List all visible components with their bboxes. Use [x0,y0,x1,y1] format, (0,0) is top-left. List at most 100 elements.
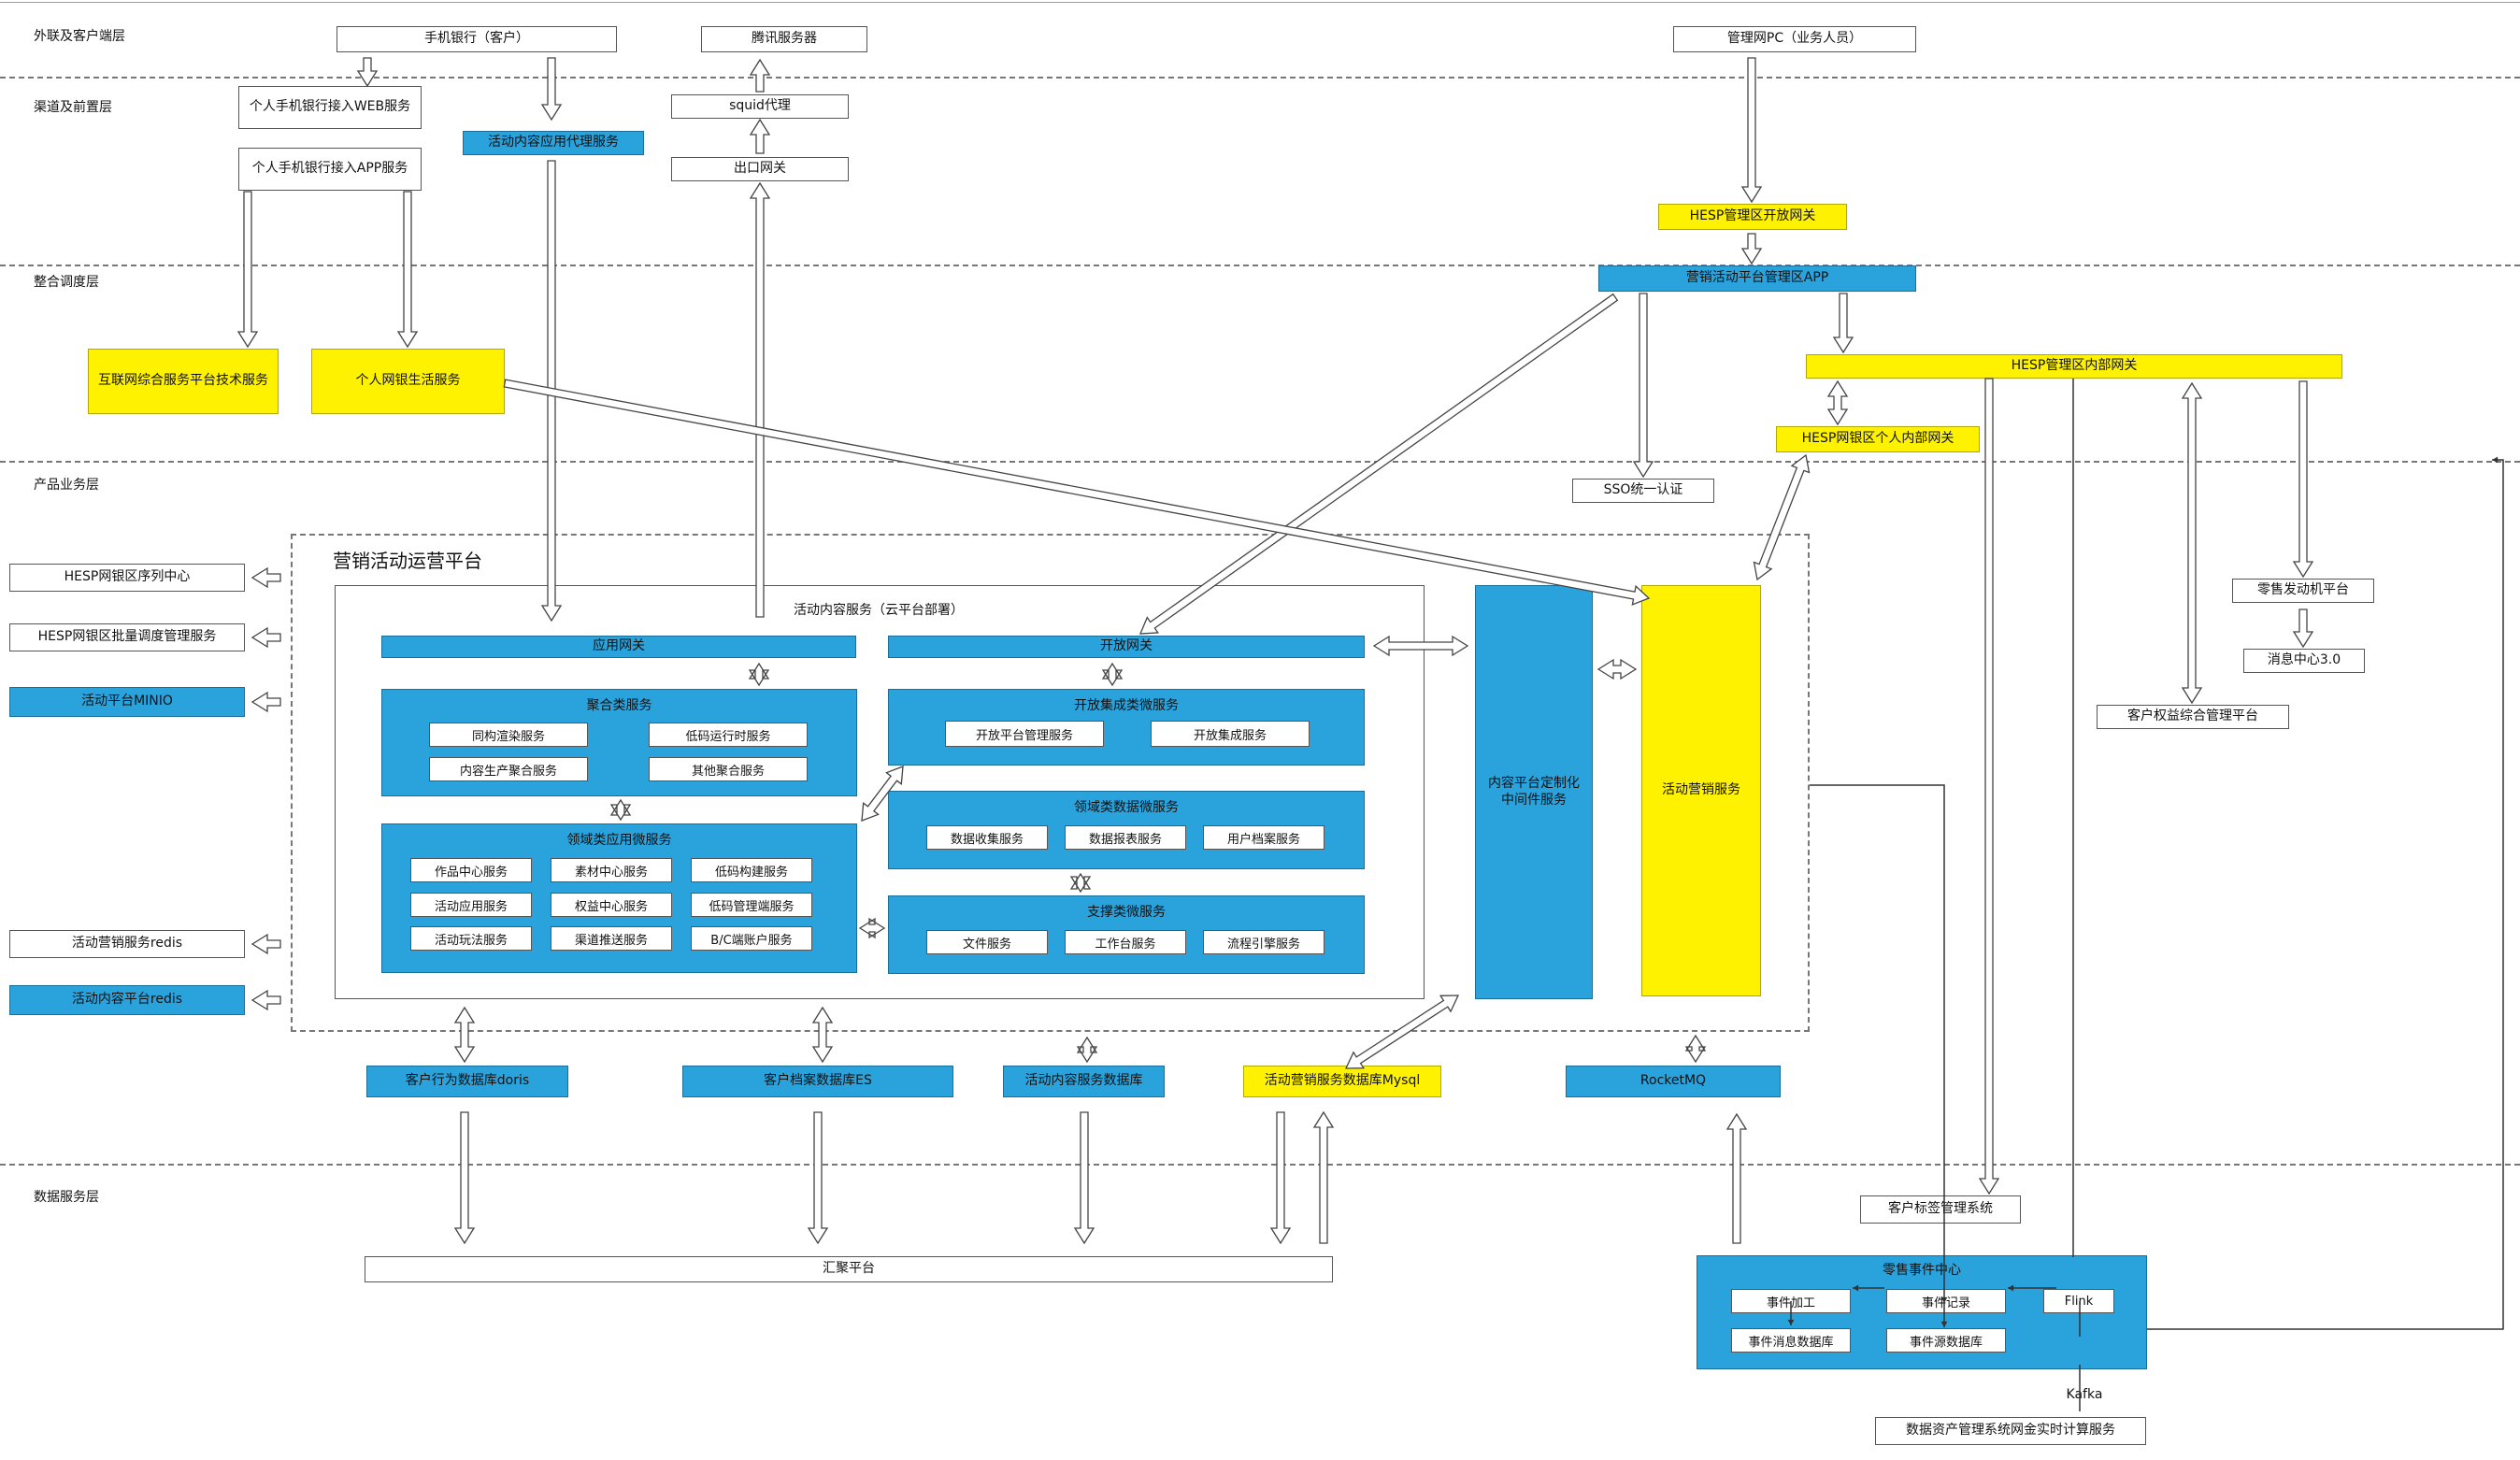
flow-arrow [251,933,281,955]
kafka-label: Kafka [2066,1387,2103,1402]
layer-label-product: 产品业务层 [34,478,99,493]
flow-arrow [356,57,379,88]
domain-app-title: 领域类应用微服务 [566,833,672,848]
connector-arrowhead [1940,1321,1948,1327]
flow-arrow [1344,995,1460,1069]
layer-separator [0,1164,2520,1166]
flow-arrow [1725,1112,1748,1244]
connector-line [1810,784,1945,1303]
connector-arrowhead [2492,456,2499,464]
layer-separator [0,461,2520,463]
message-center: 消息中心3.0 [2243,649,2365,673]
flow-arrow [251,626,281,649]
service-item: 权益中心服务 [551,893,672,917]
customer-tag-system: 客户标签管理系统 [1860,1195,2021,1224]
flow-arrow [453,1006,476,1064]
flow-arrow [251,989,281,1011]
flow-arrow [1684,1034,1707,1064]
flow-arrow [749,181,771,618]
support-group: 支撑类微服务 文件服务 工作台服务 流程引擎服务 [888,895,1365,974]
service-item: 流程引擎服务 [1203,930,1324,954]
flow-arrow [1076,1036,1098,1064]
flow-arrow [1596,658,1638,680]
connector-arrowhead [1787,1319,1795,1325]
layer-label-external: 外联及客户端层 [34,29,125,44]
flow-arrow [1753,453,1811,581]
flow-arrow [1832,293,1854,354]
flow-arrow [2292,380,2314,579]
service-item: 低码构建服务 [691,858,812,882]
activity-marketing-service: 活动营销服务 [1641,585,1761,996]
top-border [0,2,2520,3]
service-item: 活动应用服务 [410,893,532,917]
service-item: 低码管理端服务 [691,893,812,917]
event-center-title: 零售事件中心 [1883,1263,1961,1278]
flow-arrow [811,1006,834,1064]
layer-label-integration: 整合调度层 [34,275,99,290]
domain-data-title: 领域类数据微服务 [1074,800,1179,815]
hesp-batch-scheduler: HESP网银区批量调度管理服务 [9,623,245,651]
internet-service-platform: 互联网综合服务平台技术服务 [88,349,279,414]
management-pc: 管理网PC（业务人员） [1673,26,1916,52]
connector-line [2147,459,2504,1330]
flow-arrow [453,1111,476,1245]
es-db: 客户档案数据库ES [682,1066,953,1097]
mobile-app-access-service: 个人手机银行接入APP服务 [238,148,422,191]
layer-label-data: 数据服务层 [34,1190,99,1205]
mobile-web-access-service: 个人手机银行接入WEB服务 [238,86,422,129]
event-source-db: 事件源数据库 [1886,1328,2006,1353]
open-integration-title: 开放集成类微服务 [1074,698,1179,713]
service-item: 作品中心服务 [410,858,532,882]
aggregation-group: 聚合类服务 同构渲染服务 低码运行时服务 内容生产聚合服务 其他聚合服务 [381,689,857,796]
activity-minio: 活动平台MINIO [9,687,245,717]
flow-arrow [1138,293,1619,635]
flow-arrow [1312,1110,1335,1244]
egress-gateway: 出口网关 [671,157,849,181]
service-item: 活动玩法服务 [410,926,532,951]
open-gateway: 开放网关 [888,636,1365,658]
sso-auth: SSO统一认证 [1572,479,1714,503]
rocketmq: RocketMQ [1566,1066,1781,1097]
event-message-db: 事件消息数据库 [1731,1328,1851,1353]
service-item: 素材中心服务 [551,858,672,882]
mysql-db: 活动营销服务数据库Mysql [1243,1066,1441,1097]
service-item: 低码运行时服务 [649,723,808,747]
service-item: 同构渲染服务 [429,723,588,747]
support-title: 支撑类微服务 [1087,905,1166,920]
activity-content-proxy-service: 活动内容应用代理服务 [463,131,644,155]
service-item: 开放平台管理服务 [945,721,1104,747]
domain-app-group: 领域类应用微服务 作品中心服务 素材中心服务 低码构建服务 活动应用服务 权益中… [381,823,857,973]
marketing-redis: 活动营销服务redis [9,930,245,958]
flow-arrow [2181,381,2203,705]
mobile-bank-client: 手机银行（客户） [336,26,617,52]
domain-data-group: 领域类数据微服务 数据收集服务 数据报表服务 用户档案服务 [888,791,1365,869]
flow-arrow [1069,872,1092,894]
squid-proxy: squid代理 [671,94,849,119]
open-integration-group: 开放集成类微服务 开放平台管理服务 开放集成服务 [888,689,1365,766]
service-item: 文件服务 [926,930,1048,954]
flow-arrow [251,566,281,589]
flow-arrow [396,191,419,349]
flow-arrow [861,766,904,822]
flow-arrow [1978,378,2000,1195]
data-asset-system: 数据资产管理系统网金实时计算服务 [1875,1417,2146,1445]
hesp-open-gateway: HESP管理区开放网关 [1658,204,1847,230]
platform-title: 营销活动运营平台 [333,550,482,572]
layer-label-channel: 渠道及前置层 [34,100,112,115]
flow-arrow [609,798,632,822]
personal-life-service: 个人网银生活服务 [311,349,505,414]
flow-arrow [807,1111,829,1245]
service-item: 其他聚合服务 [649,757,808,781]
content-redis: 活动内容平台redis [9,985,245,1015]
flow-arrow [1101,662,1124,687]
flow-arrow [540,57,563,122]
tencent-server: 腾讯服务器 [701,26,867,52]
service-item: 内容生产聚合服务 [429,757,588,781]
hesp-inner-gateway: HESP管理区内部网关 [1806,354,2342,379]
doris-db: 客户行为数据库doris [366,1066,568,1097]
flink: Flink [2043,1289,2114,1313]
layer-separator [0,265,2520,266]
flow-arrow [749,58,771,93]
marketing-mgmt-app: 营销活动平台管理区APP [1598,265,1916,292]
